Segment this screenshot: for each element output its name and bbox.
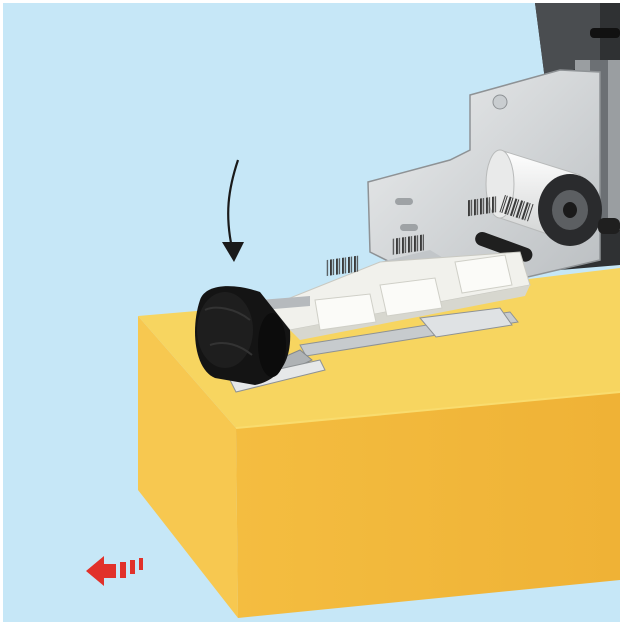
carton-front-face <box>236 392 620 618</box>
